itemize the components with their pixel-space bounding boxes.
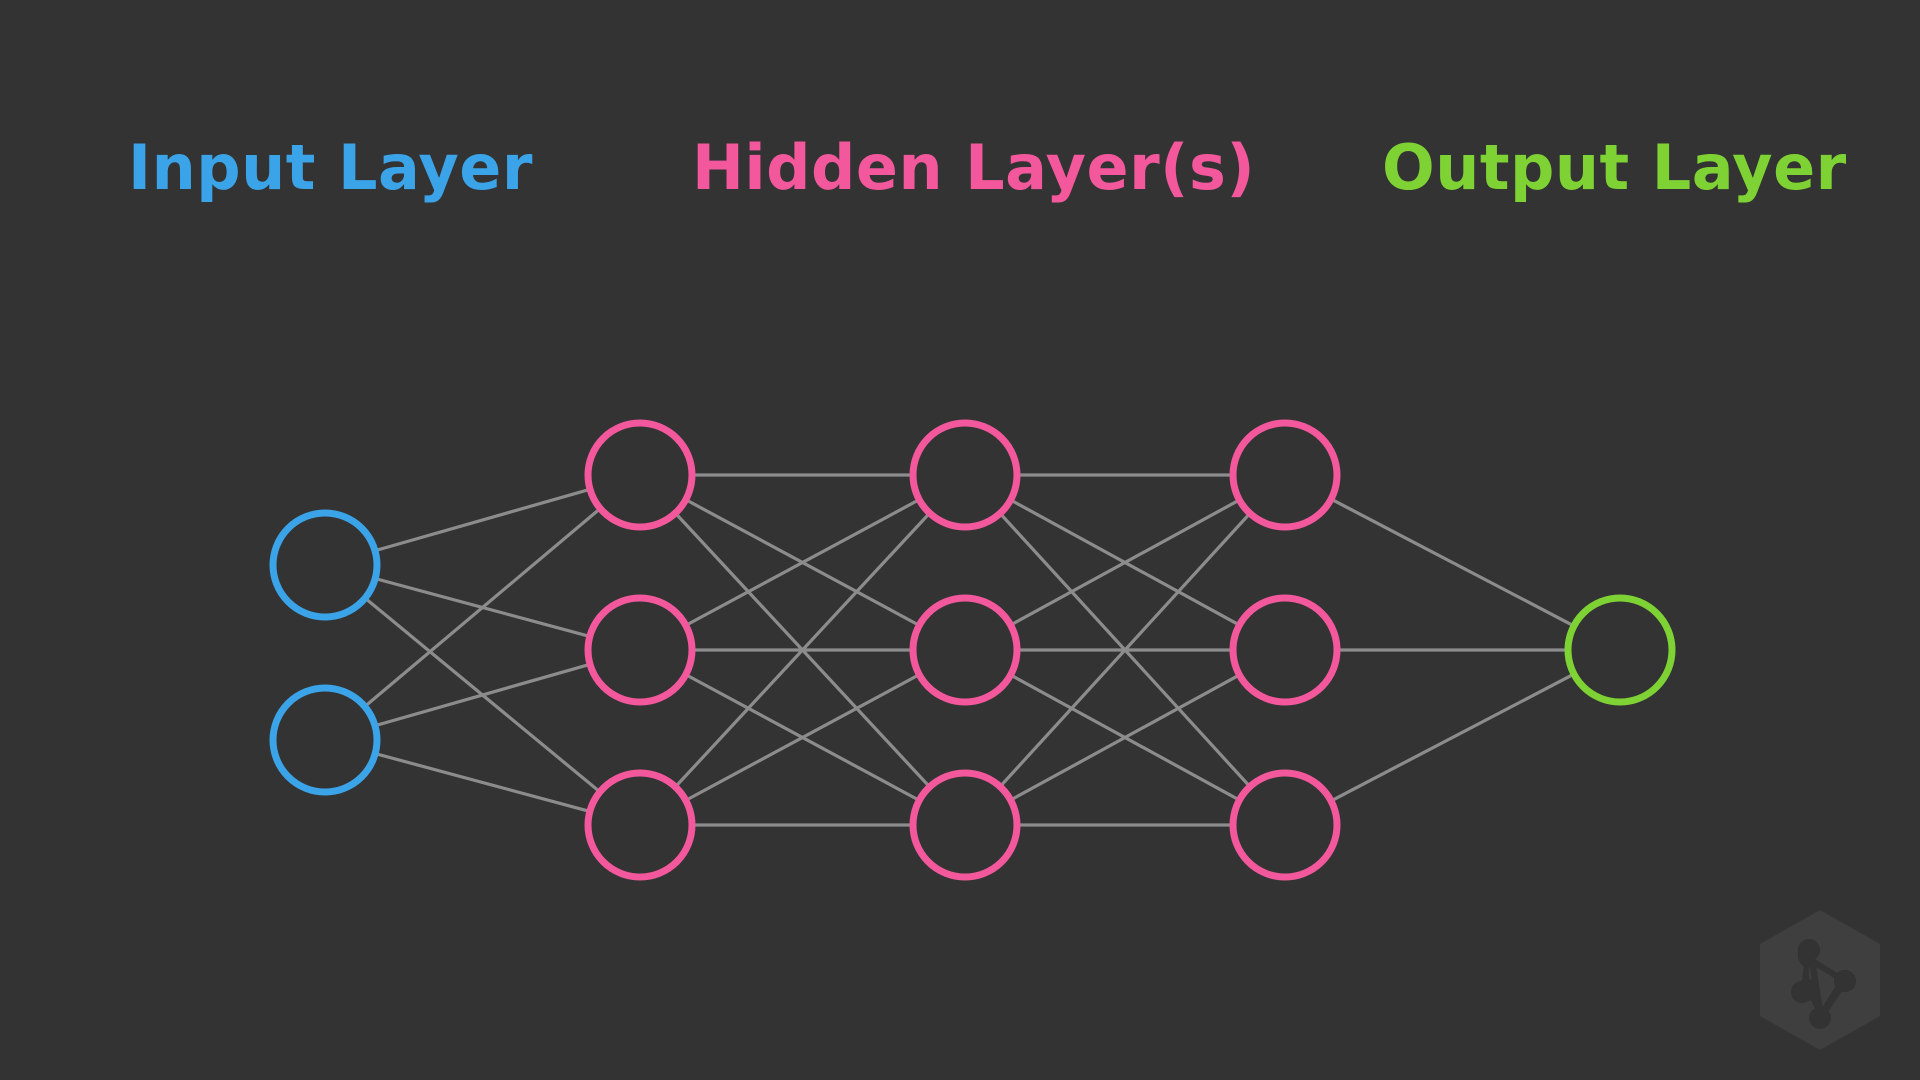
hexagon-neuron-logo-icon <box>1760 910 1880 1050</box>
neuron-node-hidden-layer-1-2 <box>584 594 696 706</box>
connection-edges <box>363 473 1576 827</box>
neuron-node-hidden-layer-3-3 <box>1229 769 1341 881</box>
neuron-node-hidden-layer-1-1 <box>584 419 696 531</box>
neuron-node-hidden-layer-1-3 <box>584 769 696 881</box>
input-layer-label: Input Layer <box>128 131 533 204</box>
neuron-node-input-layer-2 <box>269 684 381 796</box>
connection-edge <box>684 498 921 627</box>
neuron-node-input-layer-1 <box>269 509 381 621</box>
connection-edge <box>673 511 932 789</box>
connection-edge <box>373 487 592 553</box>
connection-edge <box>1329 672 1576 803</box>
connection-edge <box>684 673 921 802</box>
neuron-node-hidden-layer-3-1 <box>1229 419 1341 531</box>
neuron-node-output-layer-1 <box>1564 594 1676 706</box>
neuron-node-hidden-layer-2-1 <box>909 419 1021 531</box>
connection-edge <box>363 506 602 709</box>
connection-edge <box>1009 498 1241 627</box>
connection-edge <box>1009 673 1241 802</box>
neuron-node-hidden-layer-3-2 <box>1229 594 1341 706</box>
hidden-layer-label: Hidden Layer(s) <box>692 131 1256 204</box>
neuron-node-hidden-layer-2-3 <box>909 769 1021 881</box>
output-layer-label: Output Layer <box>1382 131 1847 204</box>
connection-edge <box>998 511 1252 789</box>
connection-edge <box>373 751 592 814</box>
connection-edge <box>373 662 592 728</box>
connection-edge <box>1329 497 1576 628</box>
layer-label-row: Input Layer Hidden Layer(s) Output Layer <box>0 0 1920 230</box>
neuron-node-hidden-layer-2-2 <box>909 594 1021 706</box>
neuron-nodes <box>269 419 1676 881</box>
